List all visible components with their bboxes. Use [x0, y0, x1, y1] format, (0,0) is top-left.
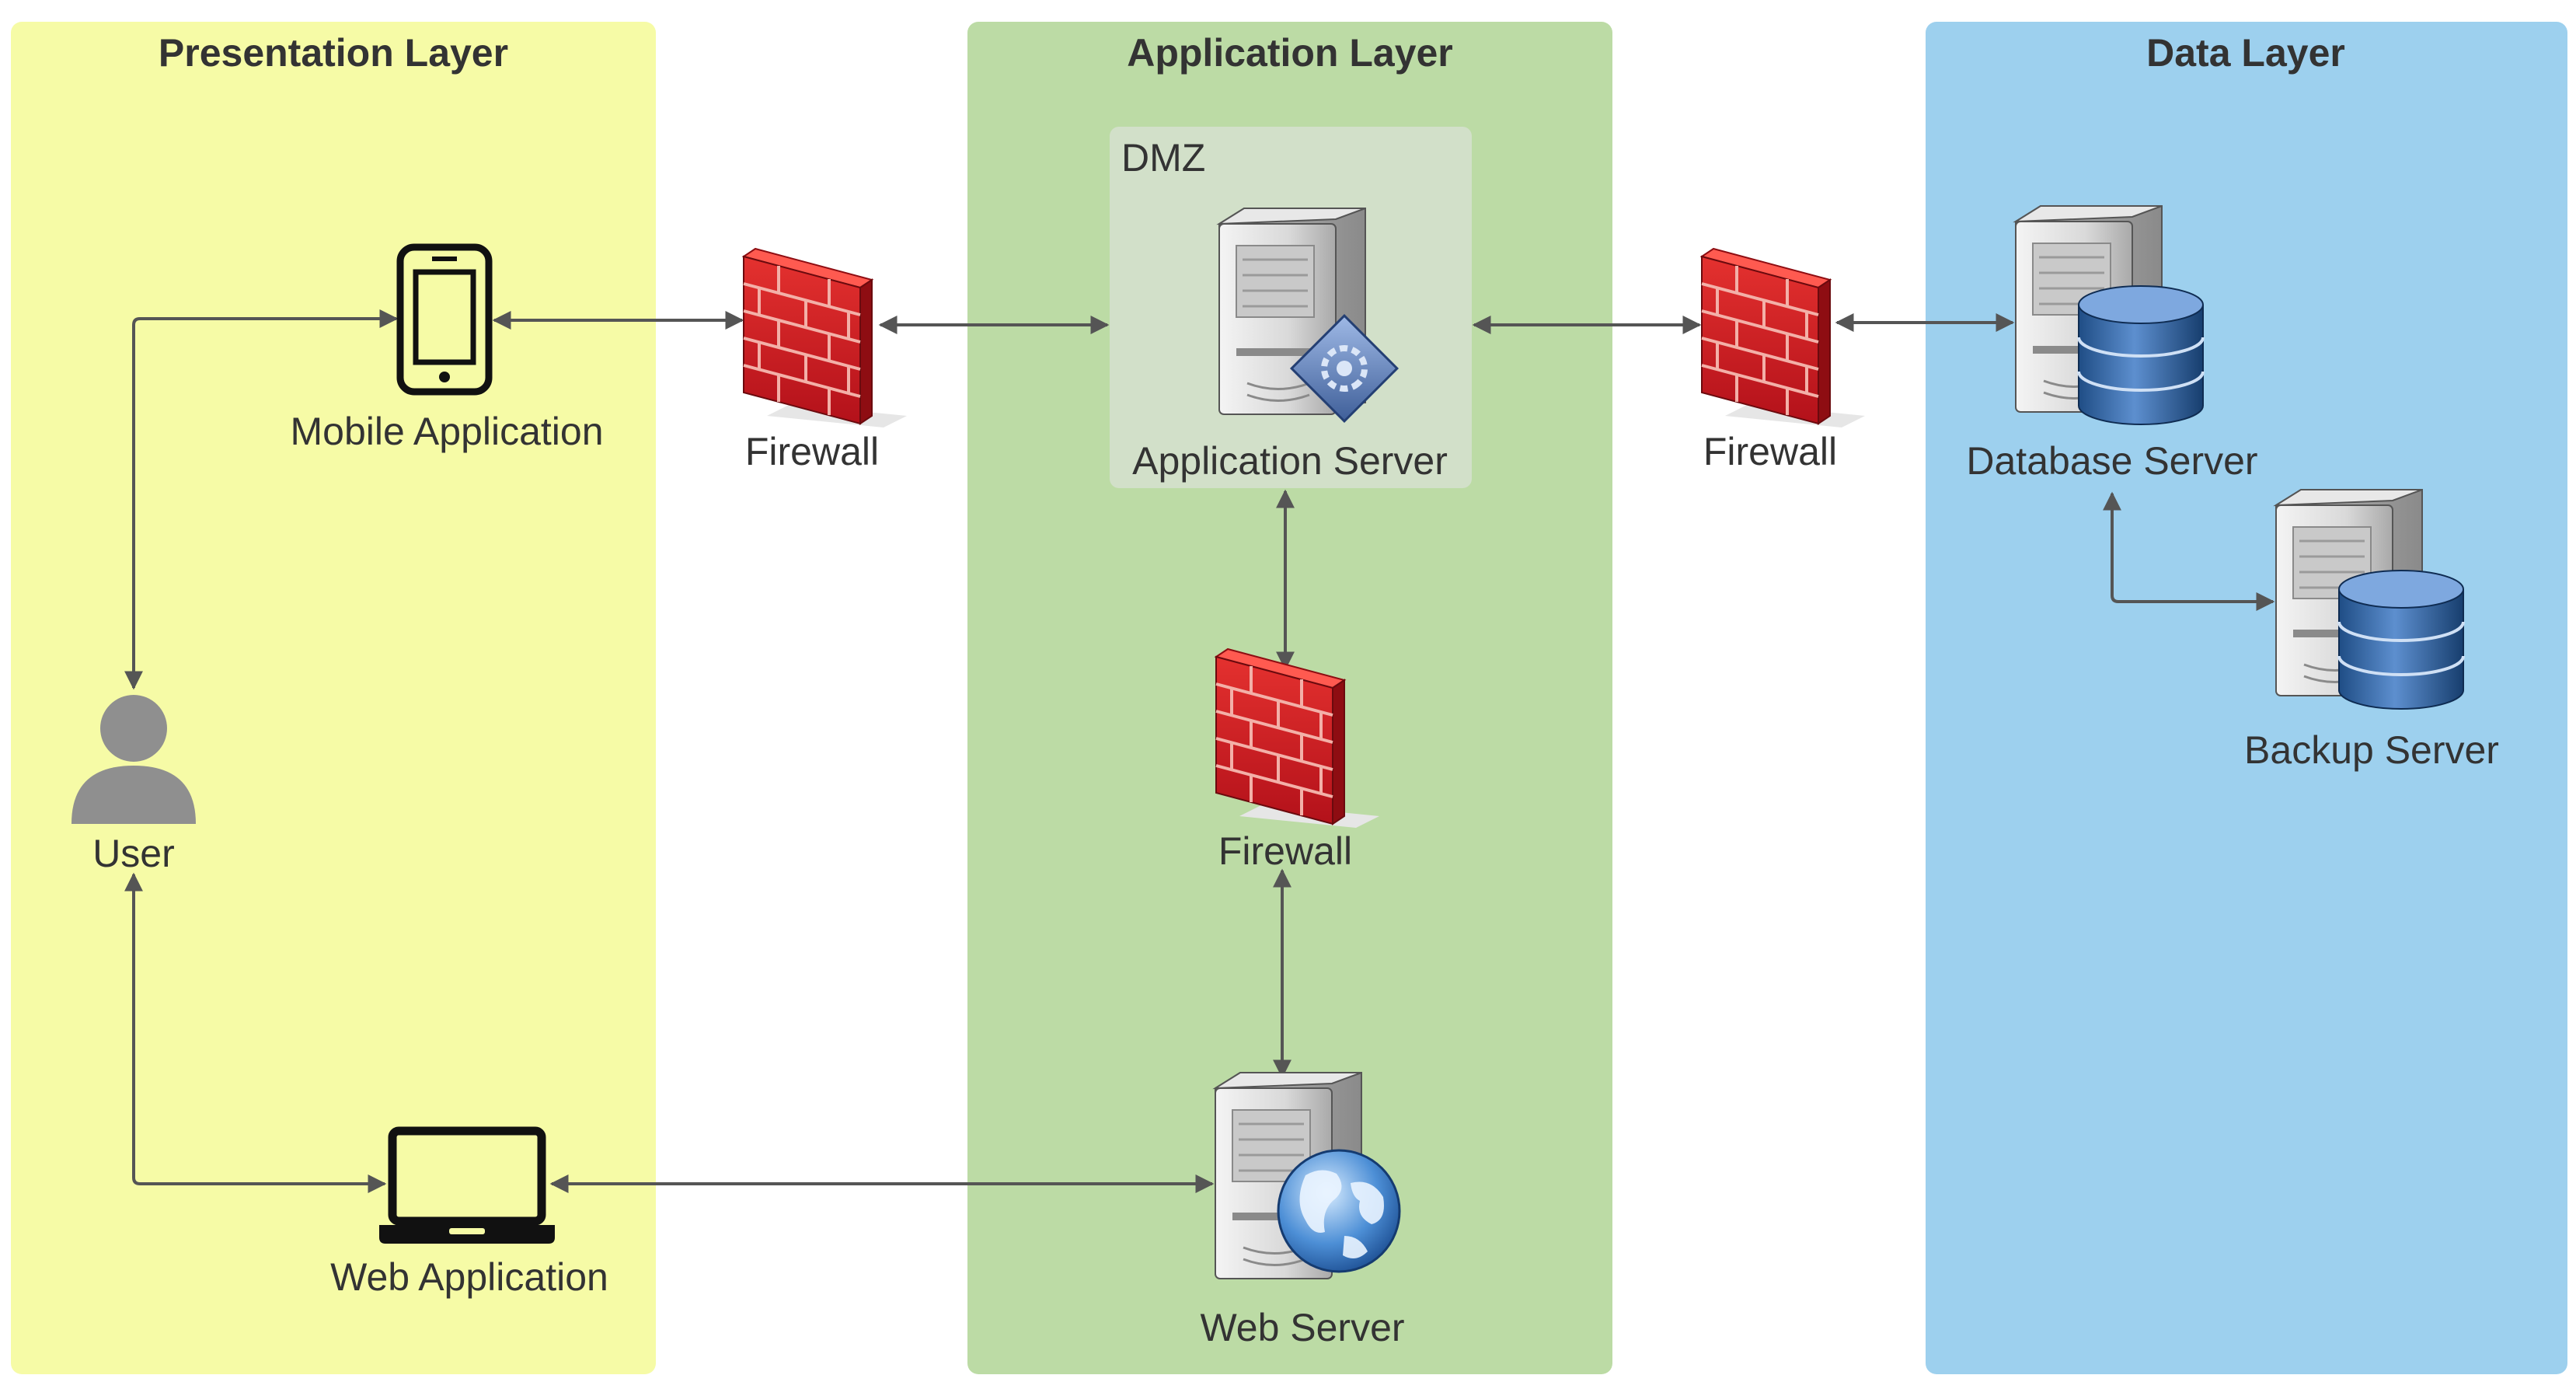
firewall-middle-node[interactable]: Firewall	[1215, 647, 1381, 873]
application-layer-title: Application Layer	[1127, 31, 1453, 75]
web-server-node[interactable]: Web Server	[1200, 1071, 1405, 1349]
connector-db-backup	[2103, 491, 2275, 611]
laptop-icon	[379, 1126, 555, 1244]
firewall-right-node[interactable]: Firewall	[1700, 247, 1867, 473]
user-icon	[71, 695, 196, 824]
connector-user-mobile	[124, 309, 399, 690]
web-server-label: Web Server	[1200, 1306, 1404, 1349]
application-server-icon	[1218, 207, 1400, 424]
backup-server-node[interactable]: Backup Server	[2244, 488, 2499, 772]
presentation-layer: Presentation Layer	[11, 22, 656, 1374]
data-layer-title: Data Layer	[2146, 31, 2345, 75]
user-label: User	[92, 832, 175, 875]
web-application-node[interactable]: Web Application	[330, 1126, 608, 1299]
mobile-application-label: Mobile Application	[290, 410, 603, 453]
mobile-phone-icon	[396, 243, 493, 396]
connector-user-web-app	[124, 872, 387, 1193]
user-node[interactable]: User	[71, 695, 196, 875]
web-server-icon	[1214, 1071, 1401, 1280]
mobile-application-node[interactable]: Mobile Application	[290, 243, 604, 453]
firewall-middle-label: Firewall	[1218, 829, 1352, 873]
database-server-node[interactable]: Database Server	[1966, 204, 2258, 483]
firewall-icon	[742, 247, 908, 429]
firewall-icon	[1700, 247, 1867, 429]
application-server-label: Application Server	[1132, 439, 1448, 483]
firewall-right-label: Firewall	[1703, 430, 1837, 473]
backup-server-label: Backup Server	[2244, 728, 2499, 772]
presentation-layer-title: Presentation Layer	[159, 31, 508, 75]
firewall-left-node[interactable]: Firewall	[742, 247, 908, 473]
firewall-left-label: Firewall	[745, 430, 879, 473]
web-application-label: Web Application	[330, 1255, 608, 1299]
application-server-node[interactable]: Application Server	[1132, 207, 1448, 483]
connectors	[124, 309, 2275, 1193]
presentation-layer-panel	[11, 22, 656, 1374]
database-server-label: Database Server	[1966, 439, 2257, 483]
dmz-label: DMZ	[1121, 136, 1205, 180]
